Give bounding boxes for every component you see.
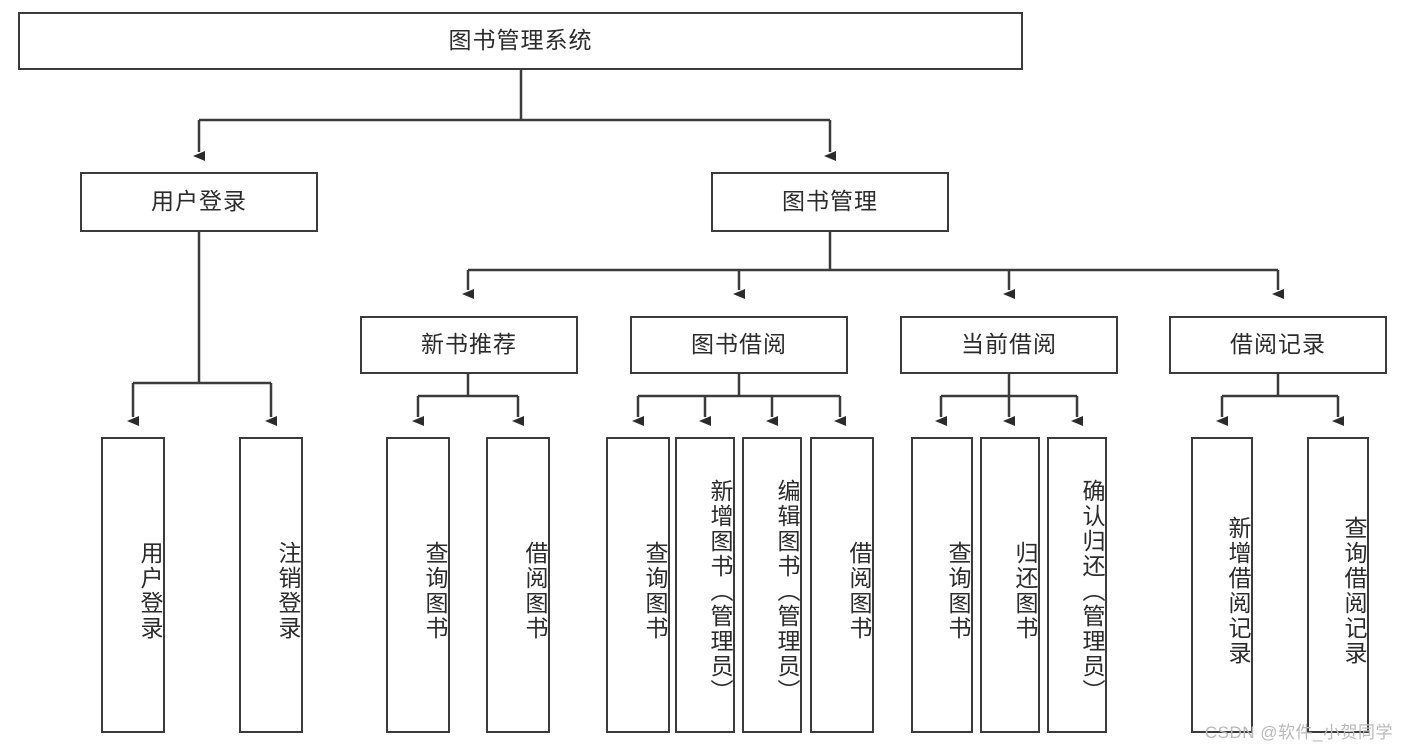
watermark: CSDN @软件_小贺同学	[1204, 723, 1393, 742]
leaf-borrow-record-query-label: 查询借阅记录	[1341, 516, 1367, 666]
leaf-user-login-logout-label: 注销登录	[275, 541, 301, 641]
leaf-new-book-query-label: 查询图书	[422, 541, 448, 641]
leaf-current-borrow-confirm[interactable]: 确认归还（管理员）	[1047, 437, 1107, 733]
leaf-book-borrow-borrow[interactable]: 借阅图书	[810, 437, 874, 733]
node-book-borrow-label: 图书借阅	[691, 331, 787, 358]
leaf-user-login-logout[interactable]: 注销登录	[239, 437, 303, 733]
leaf-book-borrow-query[interactable]: 查询图书	[606, 437, 670, 733]
node-user-login[interactable]: 用户登录	[80, 172, 318, 232]
node-borrow-record[interactable]: 借阅记录	[1169, 316, 1387, 374]
node-new-book-recommend-label: 新书推荐	[421, 331, 517, 358]
leaf-borrow-record-add[interactable]: 新增借阅记录	[1191, 437, 1253, 733]
leaf-current-borrow-query[interactable]: 查询图书	[911, 437, 973, 733]
leaf-new-book-borrow-label: 借阅图书	[522, 541, 548, 641]
leaf-new-book-borrow[interactable]: 借阅图书	[486, 437, 550, 733]
leaf-user-login-login-label: 用户登录	[137, 541, 163, 641]
leaf-book-borrow-edit[interactable]: 编辑图书（管理员）	[742, 437, 802, 733]
node-root-label: 图书管理系统	[448, 27, 593, 54]
node-root[interactable]: 图书管理系统	[18, 12, 1023, 70]
leaf-borrow-record-add-label: 新增借阅记录	[1225, 516, 1251, 666]
leaf-book-borrow-query-label: 查询图书	[642, 541, 668, 641]
node-borrow-record-label: 借阅记录	[1230, 331, 1326, 358]
node-new-book-recommend[interactable]: 新书推荐	[360, 316, 578, 374]
leaf-book-borrow-add[interactable]: 新增图书（管理员）	[675, 437, 735, 733]
leaf-current-borrow-query-label: 查询图书	[945, 541, 971, 641]
leaf-current-borrow-return[interactable]: 归还图书	[980, 437, 1040, 733]
leaf-current-borrow-return-label: 归还图书	[1012, 541, 1038, 641]
node-book-borrow[interactable]: 图书借阅	[630, 316, 848, 374]
node-book-management[interactable]: 图书管理	[711, 172, 949, 232]
node-current-borrow-label: 当前借阅	[961, 331, 1057, 358]
leaf-book-borrow-edit-label: 编辑图书（管理员）	[774, 478, 800, 704]
node-user-login-label: 用户登录	[151, 188, 247, 215]
leaf-book-borrow-add-label: 新增图书（管理员）	[707, 478, 733, 704]
leaf-borrow-record-query[interactable]: 查询借阅记录	[1307, 437, 1369, 733]
leaf-book-borrow-borrow-label: 借阅图书	[846, 541, 872, 641]
node-book-management-label: 图书管理	[782, 188, 878, 215]
leaf-user-login-login[interactable]: 用户登录	[101, 437, 165, 733]
leaf-new-book-query[interactable]: 查询图书	[386, 437, 450, 733]
leaf-current-borrow-confirm-label: 确认归还（管理员）	[1079, 478, 1105, 704]
node-current-borrow[interactable]: 当前借阅	[900, 316, 1118, 374]
